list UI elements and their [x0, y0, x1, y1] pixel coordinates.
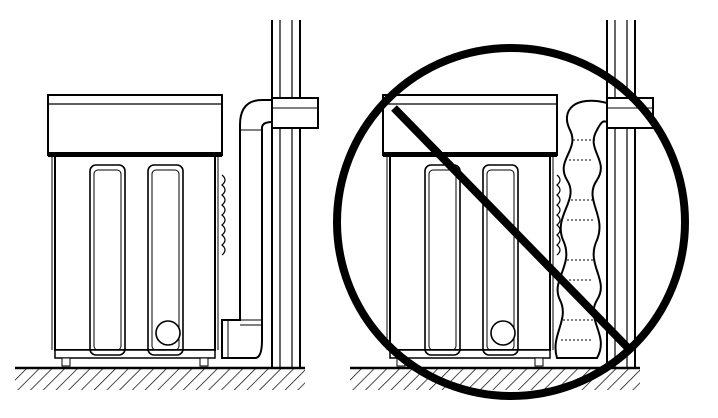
prohibition-sign-icon	[333, 44, 689, 400]
correct-installation-panel	[13, 18, 320, 392]
dryer-icon	[47, 94, 226, 367]
incorrect-installation-panel	[348, 18, 655, 392]
crushed-vent-duct	[554, 99, 608, 359]
straight-vent-duct	[221, 99, 273, 359]
dryer-icon	[382, 94, 561, 367]
